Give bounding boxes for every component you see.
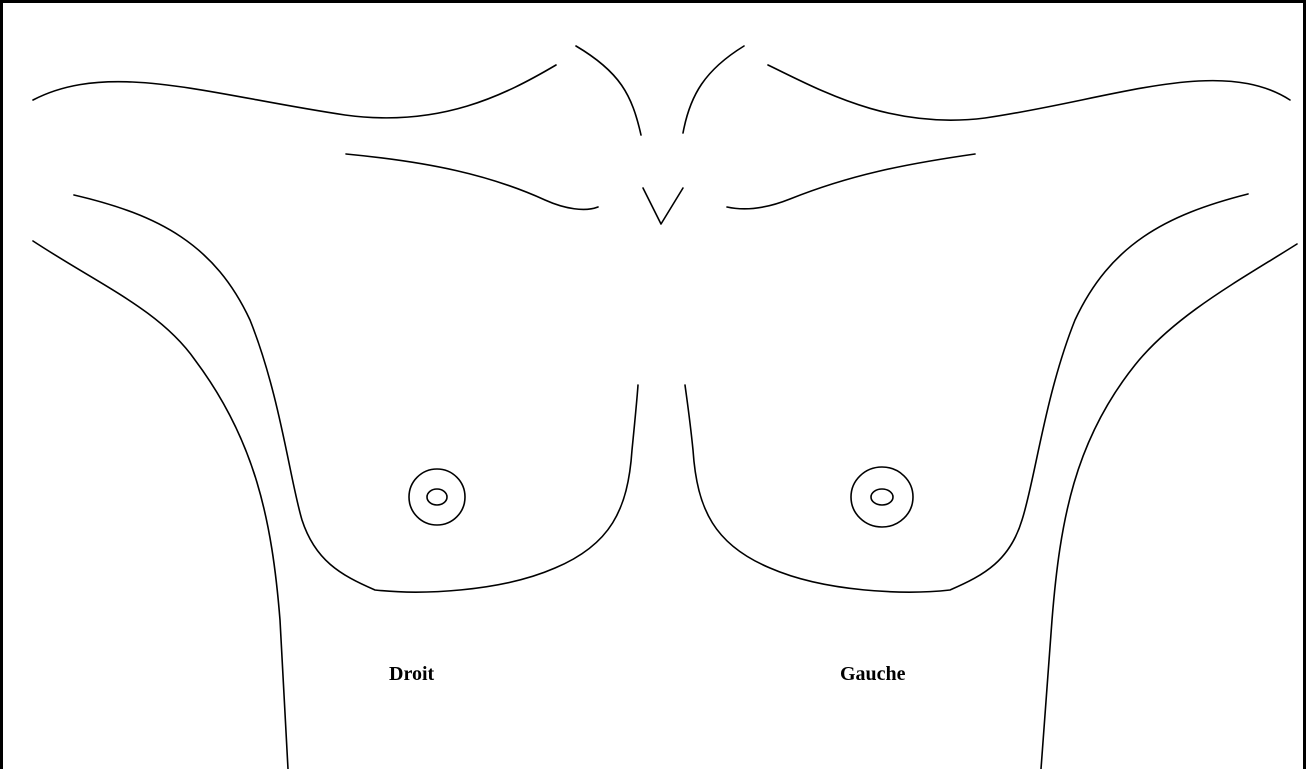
left-shoulder-line [768, 65, 1290, 120]
neck-left-line [683, 46, 744, 133]
right-clavicle [346, 154, 598, 209]
neck-right-line [576, 46, 641, 135]
left-nipple [871, 489, 893, 505]
right-areola [409, 469, 465, 525]
right-side-label: Droit [389, 662, 434, 686]
left-breast-outline [685, 194, 1248, 592]
left-clavicle [727, 154, 975, 209]
left-areola [851, 467, 913, 527]
right-nipple [427, 489, 447, 505]
right-breast-outline [74, 195, 638, 592]
left-body-contour [1041, 244, 1297, 769]
right-shoulder-line [33, 65, 556, 118]
left-side-label: Gauche [840, 662, 906, 686]
sternal-notch [643, 188, 683, 224]
